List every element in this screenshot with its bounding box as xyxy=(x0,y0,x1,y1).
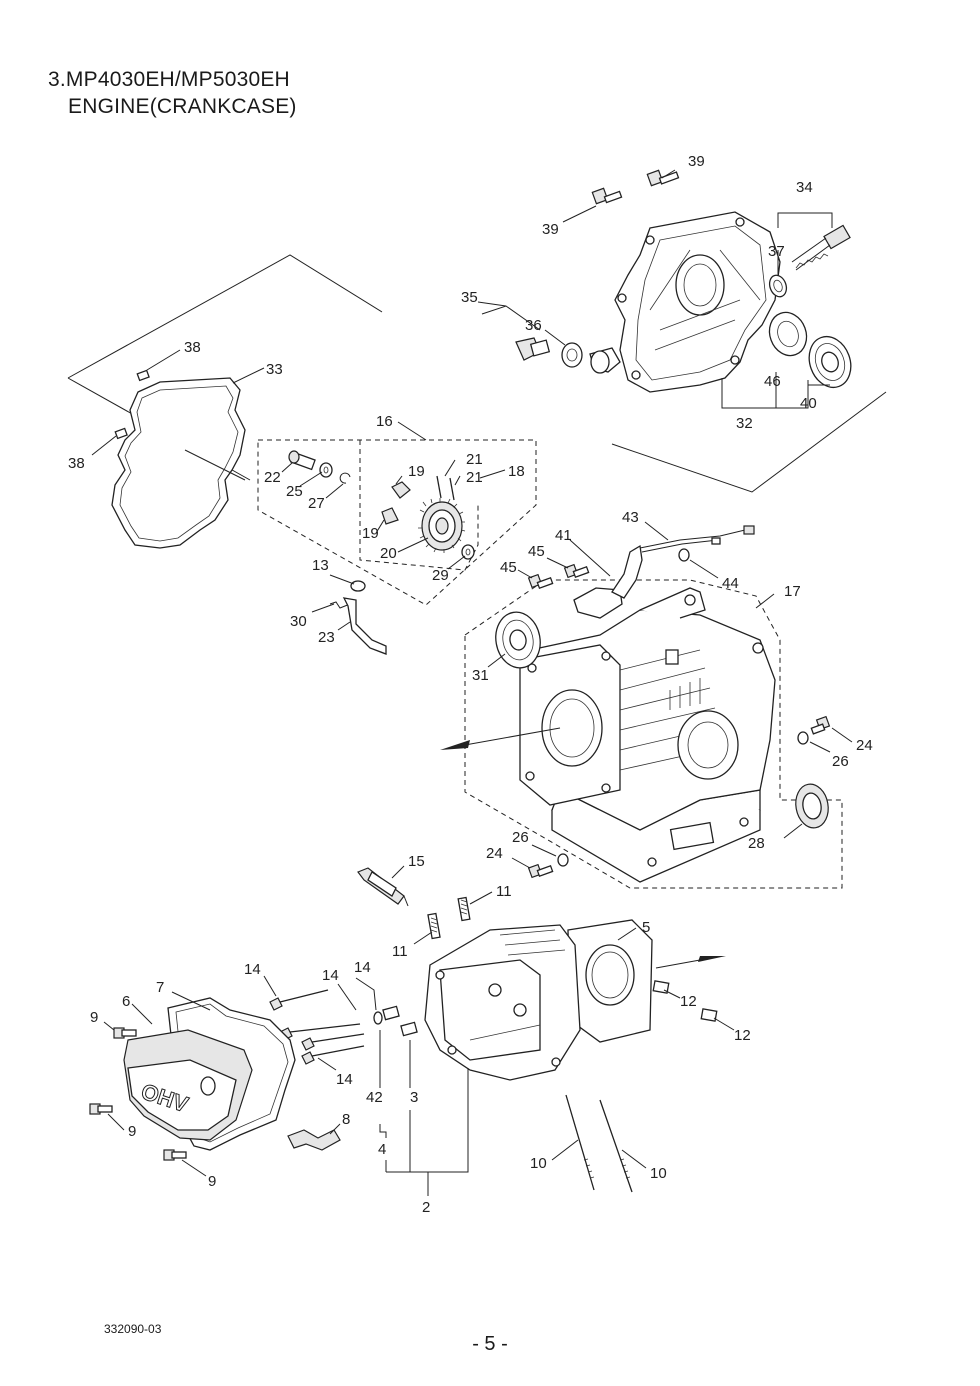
page-title: 3.MP4030EH/MP5030EH ENGINE(CRANKCASE) xyxy=(48,66,297,120)
document-number: 332090-03 xyxy=(104,1322,162,1336)
callout-7: 7 xyxy=(156,979,164,996)
page-number: - 5 - xyxy=(472,1333,508,1355)
callout-24: 24 xyxy=(486,845,503,862)
callout-22: 22 xyxy=(264,469,281,486)
callout-10: 10 xyxy=(530,1155,547,1172)
callout-18: 18 xyxy=(508,463,525,480)
callout-44: 44 xyxy=(722,575,739,592)
callout-43: 43 xyxy=(622,509,639,526)
callout-6: 6 xyxy=(122,993,130,1010)
callout-36: 36 xyxy=(525,317,542,334)
callout-14: 14 xyxy=(354,959,371,976)
callout-17: 17 xyxy=(784,583,801,600)
title-section: ENGINE(CRANKCASE) xyxy=(68,95,297,118)
callout-20: 20 xyxy=(380,545,397,562)
callout-33: 33 xyxy=(266,361,283,378)
callout-45: 45 xyxy=(500,559,517,576)
stud-11-lower xyxy=(427,912,441,940)
callout-31: 31 xyxy=(472,667,489,684)
callout-9: 9 xyxy=(128,1123,136,1140)
callout-5: 5 xyxy=(642,919,650,936)
callout-15: 15 xyxy=(408,853,425,870)
callout-14: 14 xyxy=(244,961,261,978)
callout-9: 9 xyxy=(90,1009,98,1026)
callout-39: 39 xyxy=(542,221,559,238)
callout-14: 14 xyxy=(322,967,339,984)
breather-group xyxy=(517,521,755,619)
callout-42: 42 xyxy=(366,1089,383,1106)
spark-plug xyxy=(357,865,409,907)
cylinder-block-group xyxy=(440,579,853,889)
crankcase-cover-group xyxy=(477,169,887,493)
cylinder-head-group xyxy=(373,891,735,1196)
callout-8: 8 xyxy=(342,1111,350,1128)
gasket-group xyxy=(67,254,383,549)
callout-39: 39 xyxy=(688,153,705,170)
stud-11-upper xyxy=(457,896,471,922)
callout-38: 38 xyxy=(68,455,85,472)
callout-16: 16 xyxy=(376,413,393,430)
callout-28: 28 xyxy=(748,835,765,852)
callout-21: 21 xyxy=(466,451,483,468)
callout-19: 19 xyxy=(362,525,379,542)
callout-11: 11 xyxy=(496,883,512,900)
callout-30: 30 xyxy=(290,613,307,630)
callout-9: 9 xyxy=(208,1173,216,1190)
rocker-cover-group: OHV xyxy=(89,975,377,1177)
callout-11: 11 xyxy=(392,943,408,960)
callout-10: 10 xyxy=(650,1165,667,1182)
callout-46: 46 xyxy=(764,373,781,390)
callout-3: 3 xyxy=(410,1089,418,1106)
callout-24: 24 xyxy=(856,737,873,754)
callout-45: 45 xyxy=(528,543,545,560)
callout-32: 32 xyxy=(736,415,753,432)
callout-35: 35 xyxy=(461,289,478,306)
callout-13: 13 xyxy=(312,557,329,574)
callout-23: 23 xyxy=(318,629,335,646)
callout-29: 29 xyxy=(432,567,449,584)
callout-12: 12 xyxy=(680,993,697,1010)
callout-labels: 39 39 34 37 35 36 46 40 32 38 38 33 16 2… xyxy=(68,153,873,1216)
governor-gear xyxy=(418,498,466,553)
title-model: 3.MP4030EH/MP5030EH xyxy=(48,68,290,91)
callout-34: 34 xyxy=(796,179,813,196)
callout-40: 40 xyxy=(800,395,817,412)
callout-25: 25 xyxy=(286,483,303,500)
bolt-39-lower xyxy=(591,187,623,205)
bolt-39-upper xyxy=(646,169,680,187)
callout-2: 2 xyxy=(422,1199,430,1216)
callout-37: 37 xyxy=(768,243,785,260)
oil-filler-cap xyxy=(791,224,851,271)
callout-19: 19 xyxy=(408,463,425,480)
callout-12: 12 xyxy=(734,1027,751,1044)
drain-plug xyxy=(515,337,551,361)
callout-26: 26 xyxy=(832,753,849,770)
callout-38: 38 xyxy=(184,339,201,356)
callout-27: 27 xyxy=(308,495,325,512)
callout-26: 26 xyxy=(512,829,529,846)
callout-21: 21 xyxy=(466,469,483,486)
governor-arm-group xyxy=(311,574,387,655)
callout-4: 4 xyxy=(378,1141,386,1158)
governor-group xyxy=(257,421,537,606)
callout-41: 41 xyxy=(555,527,572,544)
callout-14: 14 xyxy=(336,1071,353,1088)
